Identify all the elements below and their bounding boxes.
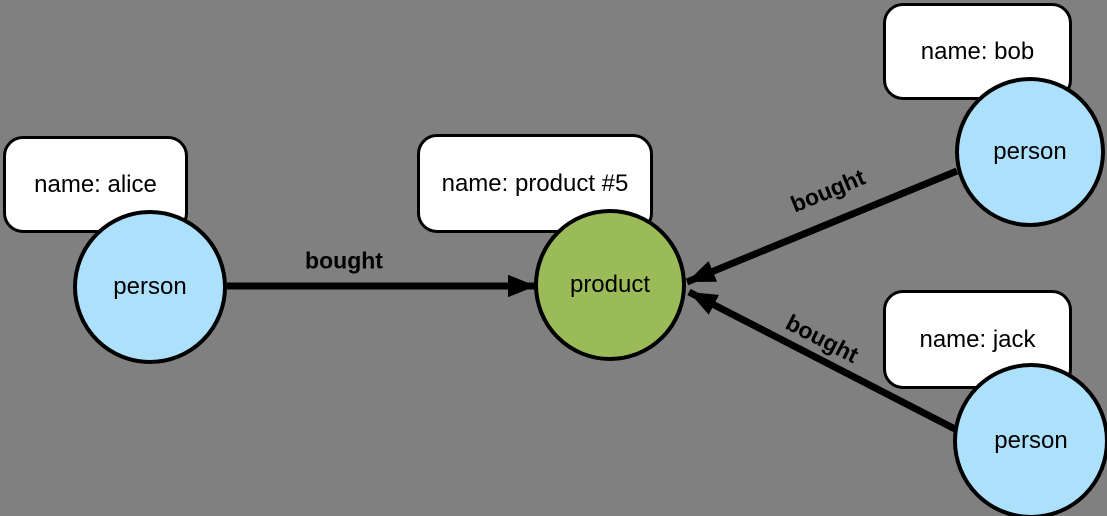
node-label-alice: person bbox=[113, 273, 187, 300]
edge-jack-bought-product[interactable] bbox=[687, 288, 957, 433]
node-jack[interactable]: person bbox=[953, 363, 1107, 516]
property-text-jack: name: jack bbox=[919, 325, 1036, 353]
edge-label-alice-bought[interactable]: bought bbox=[305, 247, 383, 274]
property-text-bob: name: bob bbox=[920, 37, 1035, 65]
node-alice[interactable]: person bbox=[73, 210, 227, 364]
node-product[interactable]: product bbox=[534, 209, 686, 361]
edge-bob-bought-product[interactable] bbox=[685, 167, 959, 286]
node-label-jack: person bbox=[994, 427, 1068, 454]
node-bob[interactable]: person bbox=[955, 77, 1105, 227]
property-box-alice[interactable]: name: alice bbox=[3, 136, 188, 233]
node-label-product: product bbox=[569, 271, 651, 298]
property-text-product: name: product #5 bbox=[441, 169, 629, 197]
property-text-alice: name: alice bbox=[34, 170, 157, 198]
node-label-bob: person bbox=[993, 138, 1067, 165]
